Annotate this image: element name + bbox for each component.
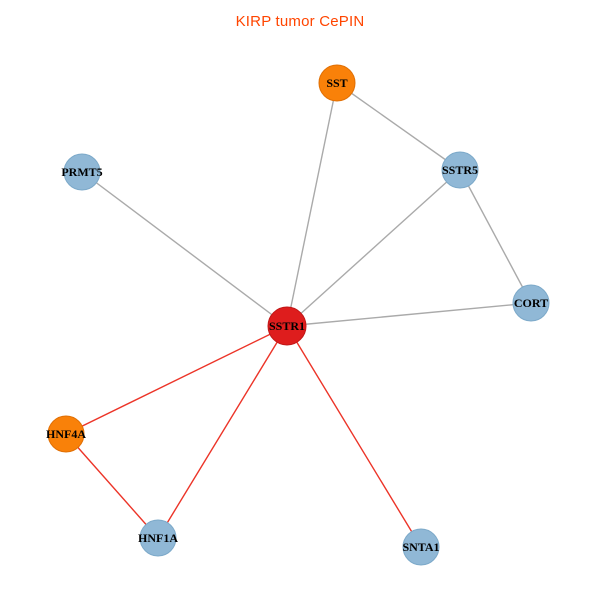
- edge-sstr1-hnf4a: [65, 325, 288, 435]
- node-prmt5: [63, 153, 101, 191]
- node-label-sstr1: SSTR1: [269, 319, 305, 333]
- edge-cort-sstr1: [286, 302, 532, 327]
- node-label-cort: CORT: [514, 296, 548, 310]
- node-label-hnf4a: HNF4A: [46, 427, 86, 441]
- edge-sstr5-cort: [459, 169, 532, 304]
- edge-prmt5-sstr1: [81, 171, 288, 327]
- edge-sst-sstr1: [286, 82, 338, 327]
- plot-title: KIRP tumor CePIN: [235, 13, 365, 30]
- node-hnf1a: [139, 519, 177, 557]
- node-label-snta1: SNTA1: [402, 540, 439, 554]
- node-label-prmt5: PRMT5: [61, 165, 102, 179]
- node-cort: [512, 284, 550, 322]
- node-hnf4a: [47, 415, 85, 453]
- node-sst: [318, 64, 356, 102]
- node-label-hnf1a: HNF1A: [138, 531, 178, 545]
- node-sstr1: [267, 306, 307, 346]
- node-label-sstr5: SSTR5: [442, 163, 478, 177]
- edge-sstr1-snta1: [286, 325, 422, 548]
- edge-sst-sstr5: [336, 82, 461, 171]
- node-sstr5: [441, 151, 479, 189]
- edge-sstr1-hnf1a: [157, 325, 288, 539]
- edge-hnf4a-hnf1a: [65, 433, 159, 539]
- node-snta1: [402, 528, 440, 566]
- edge-sstr5-sstr1: [286, 169, 461, 327]
- node-label-sst: SST: [326, 76, 347, 90]
